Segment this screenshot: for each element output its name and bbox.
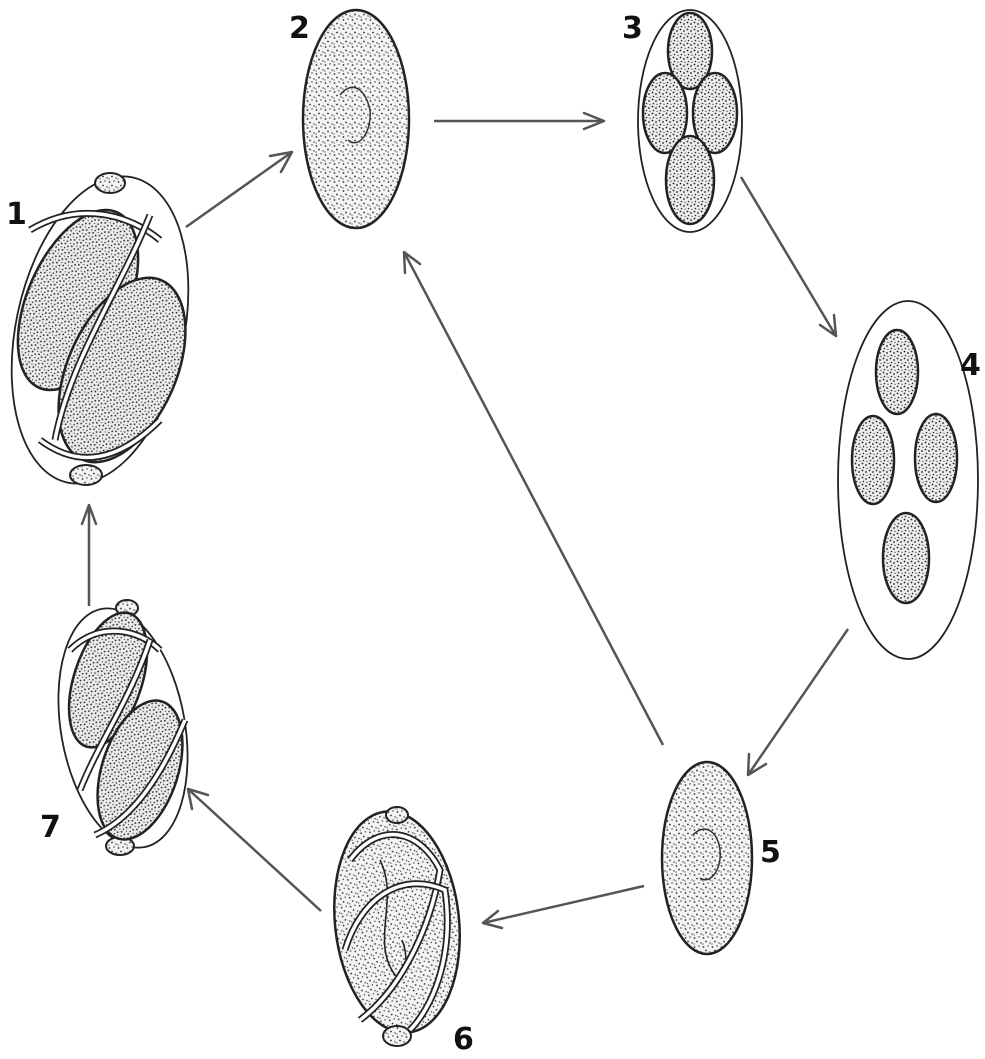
arrow-6-to-7: [188, 789, 321, 911]
banded-spore-icon: [41, 598, 205, 858]
four-cell-ascus-icon: [638, 10, 742, 232]
stage-1-label: 1: [6, 197, 27, 232]
stage-2-single-cell: [303, 10, 409, 228]
stage-7-banded-spore: [41, 598, 205, 858]
arrow-5-to-2: [404, 252, 663, 745]
stage-5-single-cell: [662, 762, 752, 954]
stage-2-label: 2: [289, 11, 310, 46]
stage-3-four-cell-ascus: [638, 10, 742, 232]
arrow-4-to-5: [748, 629, 848, 775]
arrow-7-to-1: [82, 505, 96, 606]
arrow-1-to-2: [186, 152, 292, 227]
stage-7-label: 7: [40, 810, 61, 845]
mature-spore-icon: [0, 160, 215, 500]
single-cell-icon: [662, 762, 752, 954]
single-cell-icon: [303, 10, 409, 228]
arrow-2-to-3: [434, 113, 604, 129]
stage-6-banded-spore: [324, 805, 471, 1046]
banded-spore-icon: [324, 805, 471, 1046]
enlarged-ascus-icon: [838, 301, 978, 659]
stage-4-enlarged-ascus: [838, 301, 978, 659]
stage-4-label: 4: [960, 348, 981, 383]
arrow-3-to-4: [741, 177, 836, 336]
stage-6-label: 6: [453, 1022, 474, 1057]
arrow-5-to-6: [483, 886, 644, 928]
stage-3-label: 3: [622, 11, 643, 46]
stage-1-mature-spore: [0, 160, 215, 500]
stage-5-label: 5: [760, 835, 781, 870]
